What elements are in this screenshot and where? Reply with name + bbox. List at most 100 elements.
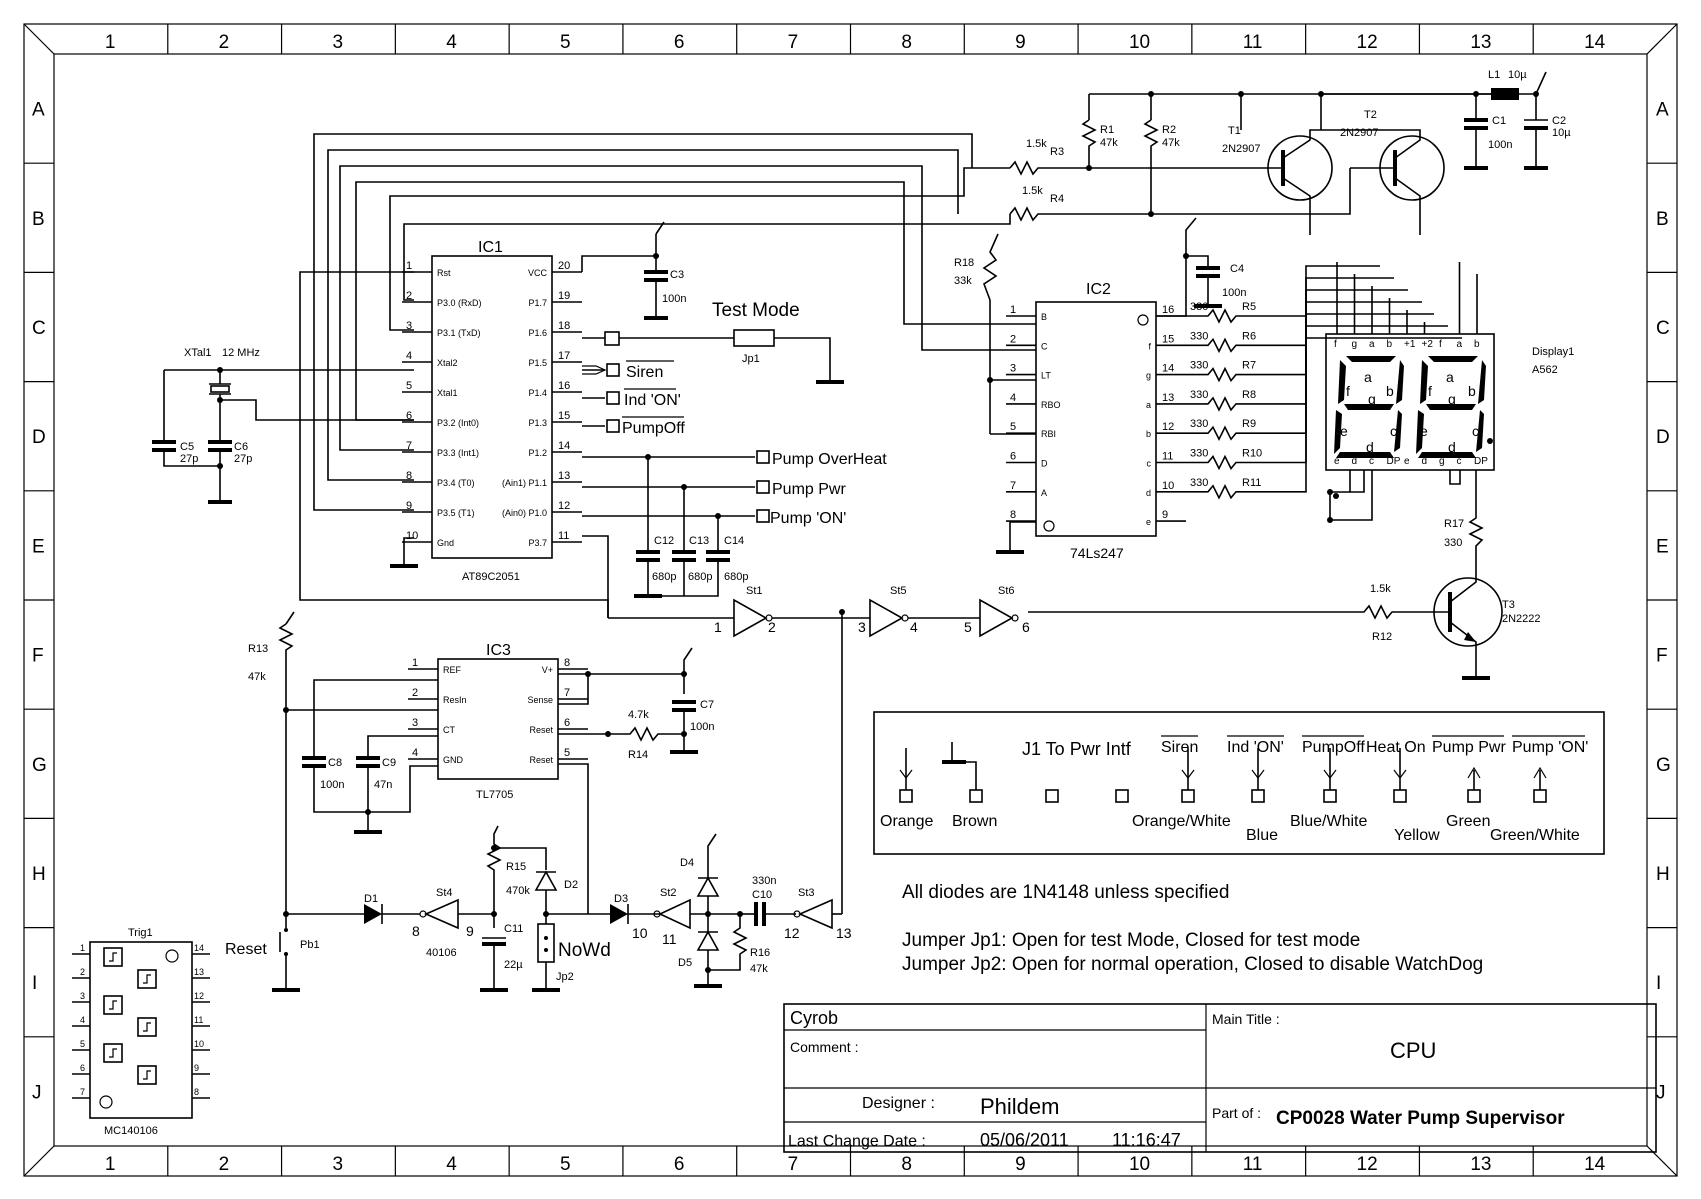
c2-ref: C2 — [1552, 115, 1566, 127]
row-label-left: E — [32, 536, 45, 557]
pin-name: P3.3 (Int1) — [437, 448, 479, 458]
pin-name: Rst — [437, 268, 451, 278]
ladder-resistor-ref: R6 — [1242, 330, 1256, 342]
trig1-ref: Trig1 — [128, 927, 153, 939]
display-driver-section: L1 10µ C1 100n C2 10µ R1 47k R2 47k 1.5k… — [1009, 69, 1571, 235]
st5-out-pin: 4 — [910, 619, 918, 635]
pin-number: 20 — [558, 260, 570, 272]
ladder-resistor-ref: R5 — [1242, 301, 1256, 313]
c1-ref: C1 — [1492, 115, 1506, 127]
ic3-ref: IC3 — [486, 642, 511, 659]
c13-value: 680p — [688, 571, 712, 583]
column-label-top: 3 — [332, 32, 343, 53]
pin-name: P1.2 — [528, 448, 547, 458]
pin-number: 5 — [564, 747, 570, 759]
reset-label: Reset — [225, 941, 267, 958]
pin-number: 14 — [558, 440, 570, 452]
ladder-resistor-value: 330 — [1190, 448, 1208, 460]
xtal-ref: XTal1 — [184, 347, 212, 359]
ic3-part: TL7705 — [476, 789, 513, 801]
row-label-right: A — [1656, 100, 1669, 121]
st6-in-pin: 5 — [964, 619, 972, 635]
display-bottom-pin: DP — [1387, 456, 1401, 467]
pin-number: 11 — [558, 530, 569, 542]
segment-letter: e — [1340, 423, 1348, 439]
pin-name: P1.7 — [528, 298, 547, 308]
ladder-resistor-value: 330 — [1190, 418, 1208, 430]
pin-number: 7 — [564, 687, 570, 699]
c8-ref: C8 — [328, 757, 342, 769]
column-label-bottom: 14 — [1584, 1154, 1606, 1175]
segment-letter: b — [1386, 383, 1394, 399]
trig1-pin: 9 — [194, 1063, 199, 1073]
c5-value: 27p — [180, 453, 198, 465]
pump-off-label: PumpOff — [622, 420, 685, 437]
part-of-label: Part of : — [1212, 1105, 1261, 1121]
ladder-resistor-value: 330 — [1190, 360, 1208, 372]
pin-name: P1.5 — [528, 358, 547, 368]
c6-ref: C6 — [234, 441, 248, 453]
ladder-resistor-ref: R10 — [1242, 448, 1262, 460]
trig1-pin: 7 — [80, 1087, 85, 1097]
trig1-pin: 11 — [194, 1015, 203, 1025]
segment-letter: b — [1468, 383, 1476, 399]
note-jp2: Jumper Jp2: Open for normal operation, C… — [902, 954, 1483, 975]
pin-name: GND — [443, 755, 464, 765]
pin-number: 5 — [406, 380, 412, 392]
st5-in-pin: 3 — [858, 619, 866, 635]
pin-name: B — [1041, 312, 1047, 322]
d3-ref: D3 — [614, 893, 628, 905]
pin-name: (Ain0) P1.0 — [502, 508, 547, 518]
segment-letter: e — [1420, 423, 1428, 439]
r16-value: 47k — [750, 963, 768, 975]
pin-name: LT — [1041, 371, 1051, 381]
st2-out-pin: 11 — [662, 931, 677, 947]
notes: All diodes are 1N4148 unless specified J… — [902, 882, 1483, 975]
column-label-bottom: 6 — [674, 1154, 685, 1175]
pin-number: 1 — [406, 260, 412, 272]
c2-value: 10µ — [1552, 127, 1571, 139]
ladder-resistor-value: 330 — [1190, 301, 1208, 313]
r14-ref: R14 — [628, 749, 648, 761]
title-block: Cyrob Comment : Main Title : CPU Designe… — [783, 1003, 1657, 1153]
pin-name: Gnd — [437, 538, 454, 548]
pin-number: 4 — [406, 350, 412, 362]
column-label-top: 14 — [1584, 32, 1606, 53]
connector-header: Siren — [1161, 739, 1198, 756]
pin-number: 14 — [1162, 363, 1174, 375]
column-label-top: 11 — [1243, 32, 1263, 53]
pin-number: 3 — [406, 320, 412, 332]
st4-ref: St4 — [436, 887, 453, 899]
jp2-ref: Jp2 — [556, 971, 574, 983]
pin-number: 6 — [1010, 451, 1016, 463]
display-bottom-pin: e — [1334, 456, 1340, 467]
segment-letter: c — [1472, 423, 1479, 439]
pin-name: Reset — [529, 725, 553, 735]
main-title-label: Main Title : — [1212, 1011, 1280, 1027]
t1-value: 2N2907 — [1222, 143, 1261, 155]
wire-color-label: Blue — [1246, 827, 1278, 844]
st3-out-pin: 13 — [836, 925, 852, 941]
r3-value: 1.5k — [1026, 138, 1047, 150]
ic1-ref: IC1 — [478, 239, 503, 256]
connector-pin — [1393, 789, 1407, 803]
t2-ref: T2 — [1364, 109, 1377, 121]
st2-ref: St2 — [660, 887, 677, 899]
pin-name: V+ — [542, 665, 553, 675]
pump-overheat-label: Pump OverHeat — [772, 451, 887, 468]
c12-ref: C12 — [654, 535, 674, 547]
r4-ref: R4 — [1050, 193, 1064, 205]
row-label-left: F — [32, 646, 44, 667]
r2-ref: R2 — [1162, 124, 1176, 136]
pin-name: e — [1146, 517, 1151, 527]
connector-title: J1 To Pwr Intf — [1022, 739, 1132, 759]
pin-name: (Ain1) P1.1 — [502, 478, 547, 488]
pin-name: P3.4 (T0) — [437, 478, 475, 488]
frame-ticks — [24, 24, 1677, 1176]
display-top-pin: f — [1439, 339, 1442, 350]
pin-number: 9 — [1162, 509, 1168, 521]
xtal-value: 12 MHz — [222, 347, 260, 359]
display-top-pin: f — [1334, 339, 1337, 350]
